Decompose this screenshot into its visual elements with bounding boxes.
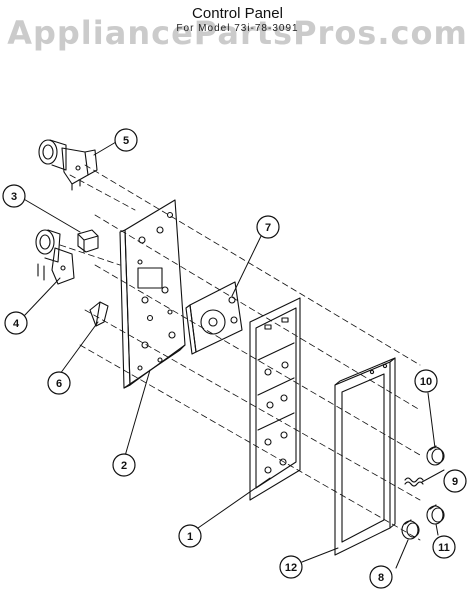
callout-7: 7	[256, 215, 280, 239]
diagram-subtitle: For Model 73i-78-3091	[176, 23, 299, 34]
callout-3: 3	[2, 184, 26, 208]
svg-text:6: 6	[56, 378, 62, 390]
svg-text:5: 5	[123, 135, 129, 147]
callout-2: 2	[112, 453, 136, 477]
part-2-back-panel	[119, 199, 186, 389]
svg-text:3: 3	[11, 191, 17, 203]
callout-1: 1	[178, 524, 202, 548]
part-4-switch	[35, 229, 75, 285]
callout-11: 11	[432, 535, 456, 559]
part-10-knob	[426, 445, 445, 466]
svg-text:10: 10	[420, 376, 432, 388]
part-11-knob	[426, 504, 445, 525]
callouts: 5 3 4 6 2 7 1 12 8 9 10 11	[2, 128, 467, 589]
part-12-trim-frame	[334, 357, 396, 556]
leader-lines	[21, 141, 445, 569]
svg-text:11: 11	[438, 542, 450, 554]
part-7-timer	[185, 281, 243, 355]
svg-text:8: 8	[378, 572, 384, 584]
watermark: AppliancePartsPros.com	[7, 14, 468, 52]
svg-text:4: 4	[13, 318, 20, 330]
callout-10: 10	[414, 369, 438, 393]
part-5-switch	[38, 139, 98, 191]
svg-text:12: 12	[285, 562, 297, 574]
part-1-panel-face	[249, 297, 301, 501]
callout-5: 5	[114, 128, 138, 152]
callout-6: 6	[47, 371, 71, 395]
callout-4: 4	[4, 311, 28, 335]
callout-8: 8	[369, 565, 393, 589]
svg-text:7: 7	[265, 222, 271, 234]
part-8-knob	[401, 519, 420, 540]
svg-text:2: 2	[121, 460, 127, 472]
diagram-title: Control Panel	[192, 5, 283, 22]
part-9-spring	[404, 477, 424, 487]
callout-9: 9	[443, 469, 467, 493]
alignment-lines	[59, 164, 421, 541]
svg-text:1: 1	[187, 531, 193, 543]
svg-text:9: 9	[452, 476, 458, 488]
callout-12: 12	[279, 555, 303, 579]
part-6-insert	[89, 301, 109, 327]
part-3-block	[77, 229, 99, 253]
